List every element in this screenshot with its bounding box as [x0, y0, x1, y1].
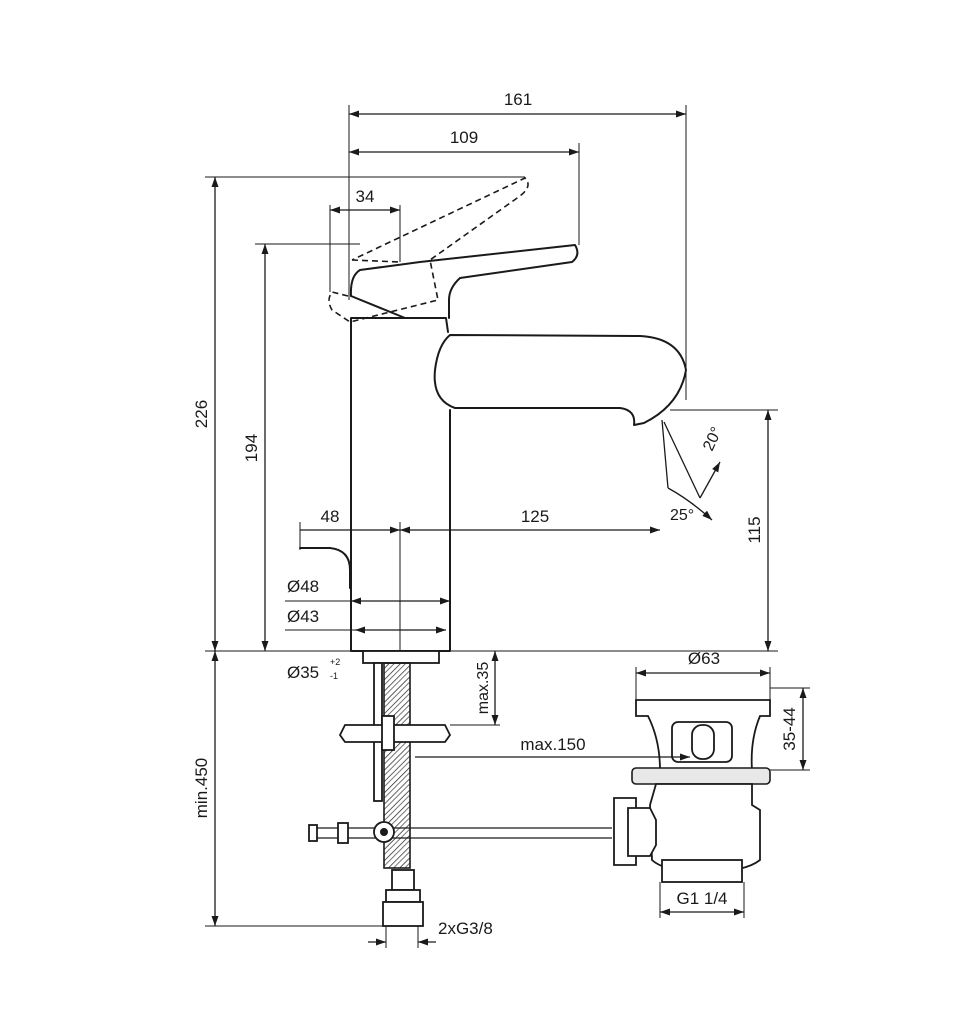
dim-dia48: Ø48	[287, 577, 319, 596]
dim-125: 125	[521, 507, 549, 526]
dim-max150: max.150	[520, 735, 585, 754]
dim-min450: min.450	[192, 758, 211, 818]
dim-161: 161	[504, 90, 532, 109]
pop-up-waste	[613, 699, 771, 883]
dimension-labels: 161 109 34 226 194 48 125 115 Ø48 Ø43 Ø3…	[192, 90, 799, 938]
dim-109: 109	[450, 128, 478, 147]
faucet-body	[349, 244, 687, 652]
mounting-assembly	[308, 650, 612, 927]
dim-dia35-tol-plus: +2	[330, 657, 340, 667]
dimension-lines	[205, 105, 810, 948]
dim-34: 34	[356, 187, 375, 206]
dim-2xg3-8: 2xG3/8	[438, 919, 493, 938]
dim-115: 115	[745, 516, 764, 543]
angle-25: 25°	[670, 507, 694, 524]
raised-lever-outline	[328, 177, 529, 323]
dim-48: 48	[321, 507, 340, 526]
dim-g1-1-4: G1 1/4	[676, 889, 727, 908]
dim-dia35: Ø35	[287, 663, 319, 682]
angle-20: 20°	[700, 425, 726, 454]
dim-dia35-tol-minus: -1	[330, 671, 338, 681]
dim-dia63: Ø63	[688, 649, 720, 668]
dim-194: 194	[242, 434, 261, 462]
dim-226: 226	[192, 400, 211, 428]
dim-35-44: 35-44	[780, 707, 799, 750]
dim-max35: max.35	[475, 662, 492, 715]
dim-dia43: Ø43	[287, 607, 319, 626]
